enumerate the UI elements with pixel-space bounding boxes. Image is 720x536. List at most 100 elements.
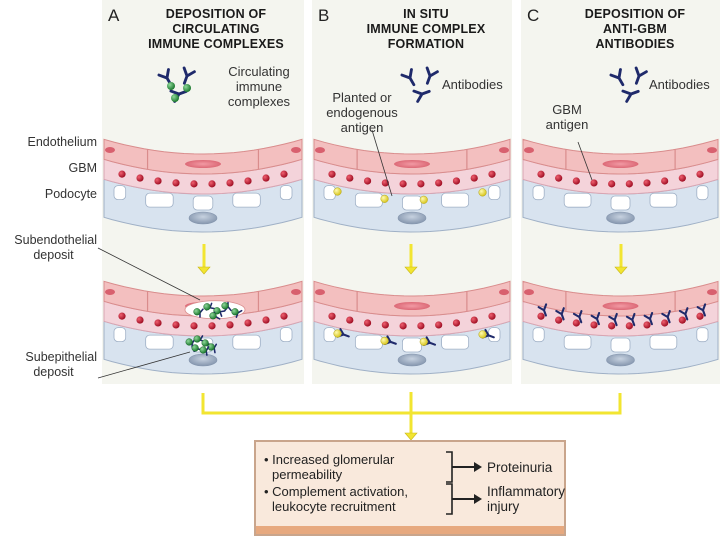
gbm-antigen-dot bbox=[643, 179, 651, 187]
gbm-antigen-dot bbox=[470, 316, 478, 324]
gbm-antigen-dot bbox=[435, 179, 443, 187]
gbm-antigen-dot bbox=[136, 316, 144, 324]
anti-gbm-antibody-icon bbox=[572, 310, 583, 324]
planted-antigen-dot bbox=[419, 337, 428, 346]
endothelial-nucleus bbox=[315, 289, 325, 296]
legend-line: immune bbox=[235, 79, 283, 94]
antibody-legend-icon bbox=[400, 66, 439, 103]
foot-process-slit bbox=[145, 192, 174, 208]
planted-antigen-dot bbox=[380, 194, 389, 203]
planted-antigen-dot bbox=[478, 188, 487, 197]
title-line: IN SITU bbox=[403, 7, 449, 21]
legend-line: complexes bbox=[227, 94, 291, 109]
endothelial-nucleus bbox=[105, 289, 115, 296]
label-endothelium: Endothelium bbox=[27, 135, 98, 149]
endothelium-layer bbox=[522, 280, 719, 317]
result-proteinuria: Proteinuria bbox=[487, 460, 553, 475]
antibody-icon bbox=[621, 89, 640, 103]
foot-process-slit bbox=[441, 192, 470, 208]
gbm-antigen-dot bbox=[172, 321, 180, 329]
gbm-antigen-dot bbox=[435, 321, 443, 329]
gbm-antigen-dot bbox=[537, 170, 545, 178]
podocyte-nucleus bbox=[606, 353, 635, 367]
antibody-icon bbox=[609, 68, 625, 87]
label-podocyte: Podocyte bbox=[44, 187, 97, 201]
podocyte-nucleus bbox=[397, 353, 427, 367]
title-line: FORMATION bbox=[387, 37, 465, 51]
gbm-antigen-dot bbox=[118, 170, 126, 178]
bullet-line: leukocyte recruitment bbox=[272, 499, 396, 514]
foot-process-slit bbox=[145, 334, 174, 350]
gbm-antigen-dot bbox=[590, 321, 598, 329]
endothelial-nucleus bbox=[394, 302, 430, 310]
foot-process-slit bbox=[696, 185, 709, 201]
glomerular-membrane bbox=[103, 138, 303, 233]
foot-process-slit bbox=[532, 327, 545, 343]
title-line: IMMUNE COMPLEX bbox=[366, 22, 486, 36]
result-inflammatory-injury: Inflammatory injury bbox=[487, 484, 565, 514]
label-subepithelial-deposit: Subepithelial deposit bbox=[0, 350, 97, 380]
gbm-antigen-dot bbox=[154, 319, 162, 327]
gbm-antigen-dot bbox=[555, 316, 563, 324]
result-line: injury bbox=[487, 499, 520, 514]
immune-complex-dot bbox=[191, 344, 199, 352]
gbm-antigen-dot bbox=[555, 174, 563, 182]
gbm-antigen-dot bbox=[244, 177, 252, 185]
foot-process-slit bbox=[354, 192, 383, 208]
immune-complex-dot bbox=[203, 303, 211, 311]
gbm-antigen-dot bbox=[280, 312, 288, 320]
anti-gbm-antibody-icon bbox=[537, 303, 548, 317]
glomerular-membrane bbox=[522, 138, 719, 233]
pointer-line bbox=[97, 351, 191, 379]
immune-complex-dot bbox=[193, 308, 201, 316]
foot-process-slit bbox=[488, 185, 501, 201]
bullet-complement: • Complement activation, leukocyte recru… bbox=[264, 484, 408, 514]
glomerular-membrane bbox=[313, 280, 511, 375]
gbm-antigen-dot bbox=[696, 170, 704, 178]
foot-process-slit bbox=[232, 334, 261, 350]
gbm-antigen-dot bbox=[678, 316, 686, 324]
pointer-line bbox=[577, 141, 593, 181]
gbm-antigen-dot bbox=[643, 321, 651, 329]
podocyte-nucleus bbox=[188, 211, 218, 225]
panel-letter: C bbox=[527, 6, 540, 25]
planted-antigen-dot bbox=[478, 330, 487, 339]
endothelial-nucleus bbox=[524, 147, 534, 154]
legend-label: Antibodies bbox=[442, 77, 503, 92]
endothelial-nucleus bbox=[394, 160, 430, 168]
endothelial-nucleus bbox=[315, 147, 325, 154]
gbm-antigen-dot bbox=[661, 319, 669, 327]
panel-title: DEPOSITION OF ANTI-GBM ANTIBODIES bbox=[551, 7, 719, 52]
gbm-antigen-dot bbox=[452, 177, 461, 185]
bullet-line: permeability bbox=[272, 467, 343, 482]
foot-process-slit bbox=[401, 337, 422, 353]
antibody-legend-icon bbox=[609, 66, 648, 103]
foot-process-slit bbox=[696, 327, 709, 343]
gbm-antigen-dot bbox=[118, 312, 126, 320]
gbm-antigen-dot bbox=[208, 180, 216, 188]
gbm-antigen-dot bbox=[696, 312, 704, 320]
gbm-antigen-dot bbox=[244, 319, 252, 327]
gbm-antigen-dot bbox=[452, 319, 461, 327]
gbm-antigen-dot bbox=[417, 322, 425, 330]
immune-complex-legend-icon bbox=[157, 66, 196, 103]
planted-antigen-dot bbox=[419, 195, 428, 204]
label-line: deposit bbox=[33, 248, 74, 262]
endothelial-nucleus bbox=[185, 160, 221, 168]
gbm-antigen-dot bbox=[136, 174, 144, 182]
title-line: CIRCULATING bbox=[172, 22, 260, 36]
gbm-antigen-dot bbox=[399, 180, 407, 188]
immune-complex-dot bbox=[199, 346, 207, 354]
gbm-antigen-dot bbox=[399, 322, 407, 330]
legend-label: Antibodies bbox=[649, 77, 710, 92]
foot-process-slit bbox=[113, 185, 127, 201]
arrow-head-icon bbox=[197, 266, 211, 275]
label-subendothelial-deposit: Subendothelial deposit bbox=[0, 233, 97, 263]
anti-gbm-antibody-icon bbox=[643, 311, 654, 326]
bracket-icon bbox=[446, 483, 453, 515]
title-line: DEPOSITION OF bbox=[584, 7, 686, 21]
foot-process-slit bbox=[610, 337, 631, 353]
arrow-head-icon bbox=[404, 432, 418, 441]
title-line: IMMUNE COMPLEXES bbox=[148, 37, 284, 51]
